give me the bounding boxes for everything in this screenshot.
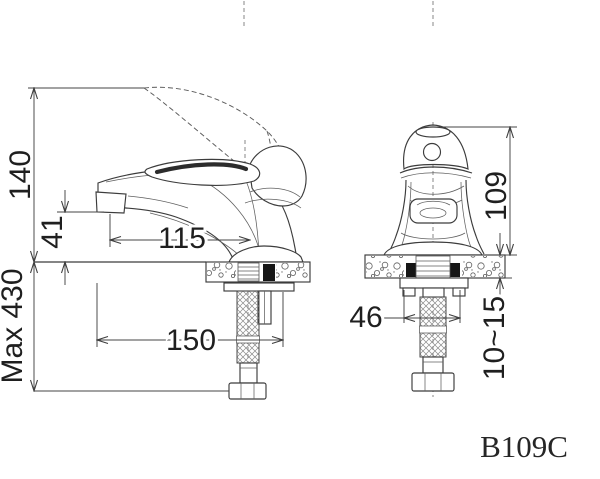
flange-tab-right [452, 287, 466, 297]
counter-texture-left [207, 263, 236, 281]
handle-dome-side [248, 145, 307, 207]
faucet-base-front [383, 241, 483, 256]
hose-nut [411, 372, 455, 392]
spout-inner-line [127, 195, 189, 209]
hose-seam [236, 335, 260, 344]
spout-outlet [95, 191, 127, 214]
threaded-shank [237, 262, 260, 282]
hose-nut [228, 382, 267, 400]
dim-hose-max-length-label: Max 430 [0, 268, 29, 383]
spout-mouth-arc [416, 200, 451, 206]
dome-rim-upper [399, 166, 473, 174]
threaded-shank [415, 255, 451, 279]
model-label: B109C [480, 429, 568, 464]
side-view: 140 41 115 Max 430 150 [0, 1, 311, 400]
aerator [419, 207, 447, 219]
countertop-section-side [34, 261, 311, 283]
hose-seam [419, 325, 447, 334]
mounting-hole-right [450, 263, 460, 277]
mounting-hardware-front [399, 277, 469, 392]
neck-line-1 [249, 187, 301, 198]
front-view: 109 10~15 46 [346, 1, 517, 397]
neck-line-2 [244, 198, 302, 209]
dim-spout-reach-label: 115 [158, 222, 206, 255]
spout-underside-line [149, 212, 241, 257]
hose-connector [239, 362, 258, 384]
mounting-hole-section [263, 264, 275, 281]
counter-texture-right [462, 256, 504, 277]
body-right-inner [460, 181, 475, 255]
counter-texture-right [276, 263, 309, 281]
flange-tab-left [402, 287, 416, 297]
mounting-flange [399, 277, 469, 289]
dim-total-height-label: 140 [4, 150, 37, 200]
shoulder-arc-1 [407, 185, 465, 195]
dim-flange-width-label: 46 [349, 301, 382, 334]
countertop-section-front [364, 254, 506, 279]
dim-deck-thickness-label: 10~15 [478, 296, 511, 380]
lower-body-arc [400, 232, 466, 240]
body-right-edge [465, 179, 485, 255]
side-view-dimensions: 140 41 115 Max 430 150 [0, 88, 283, 391]
supply-hose [236, 290, 260, 364]
handle-lever-shade [154, 162, 249, 175]
mounting-hole-left [406, 263, 416, 277]
mounting-flange [223, 282, 295, 292]
front-view-dimensions: 109 10~15 46 [346, 127, 517, 383]
dome-rim-lower [400, 172, 472, 179]
mounting-hardware-side [223, 282, 295, 400]
body-left-edge [387, 179, 407, 255]
counter-texture-left [366, 256, 404, 277]
dim-outlet-height-label: 41 [36, 215, 69, 248]
handle-top-ellipse [415, 126, 451, 138]
indicator-dot [422, 142, 442, 162]
dim-body-height-label: 109 [480, 171, 513, 221]
faucet-base-side [228, 245, 304, 263]
spout-mouth [409, 198, 458, 224]
hose-connector [422, 356, 444, 374]
shank-collar [422, 287, 445, 298]
dim-hose-offset-label: 150 [166, 324, 216, 357]
